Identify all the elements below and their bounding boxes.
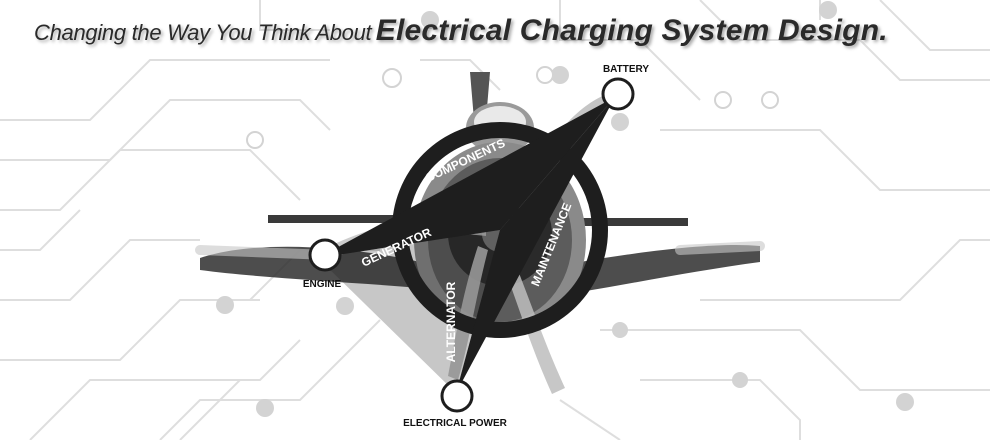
- battery-node: [601, 77, 635, 111]
- battery-label: BATTERY: [603, 64, 649, 75]
- battery-to-power-arm: [456, 97, 615, 393]
- electrical-power-node: [440, 379, 474, 413]
- electrical-power-label: ELECTRICAL POWER: [403, 418, 507, 429]
- engine-label: ENGINE: [303, 279, 342, 290]
- engine-node: [308, 238, 342, 272]
- circuit-pads: [216, 1, 914, 417]
- headline-lead: Changing the Way You Think About: [34, 20, 372, 45]
- alternator-label: ALTERNATOR: [444, 281, 458, 362]
- charging-system-emblem: [308, 77, 635, 413]
- headline-emphasis: Electrical Charging System Design.: [375, 14, 888, 47]
- node-labels: BATTERY ENGINE ELECTRICAL POWER: [303, 64, 650, 429]
- engine-to-power-arm: [318, 230, 500, 393]
- headline: Changing the Way You Think About Electri…: [34, 14, 974, 48]
- engine-to-battery-arm: [318, 97, 615, 258]
- circuit-vias: [246, 66, 779, 149]
